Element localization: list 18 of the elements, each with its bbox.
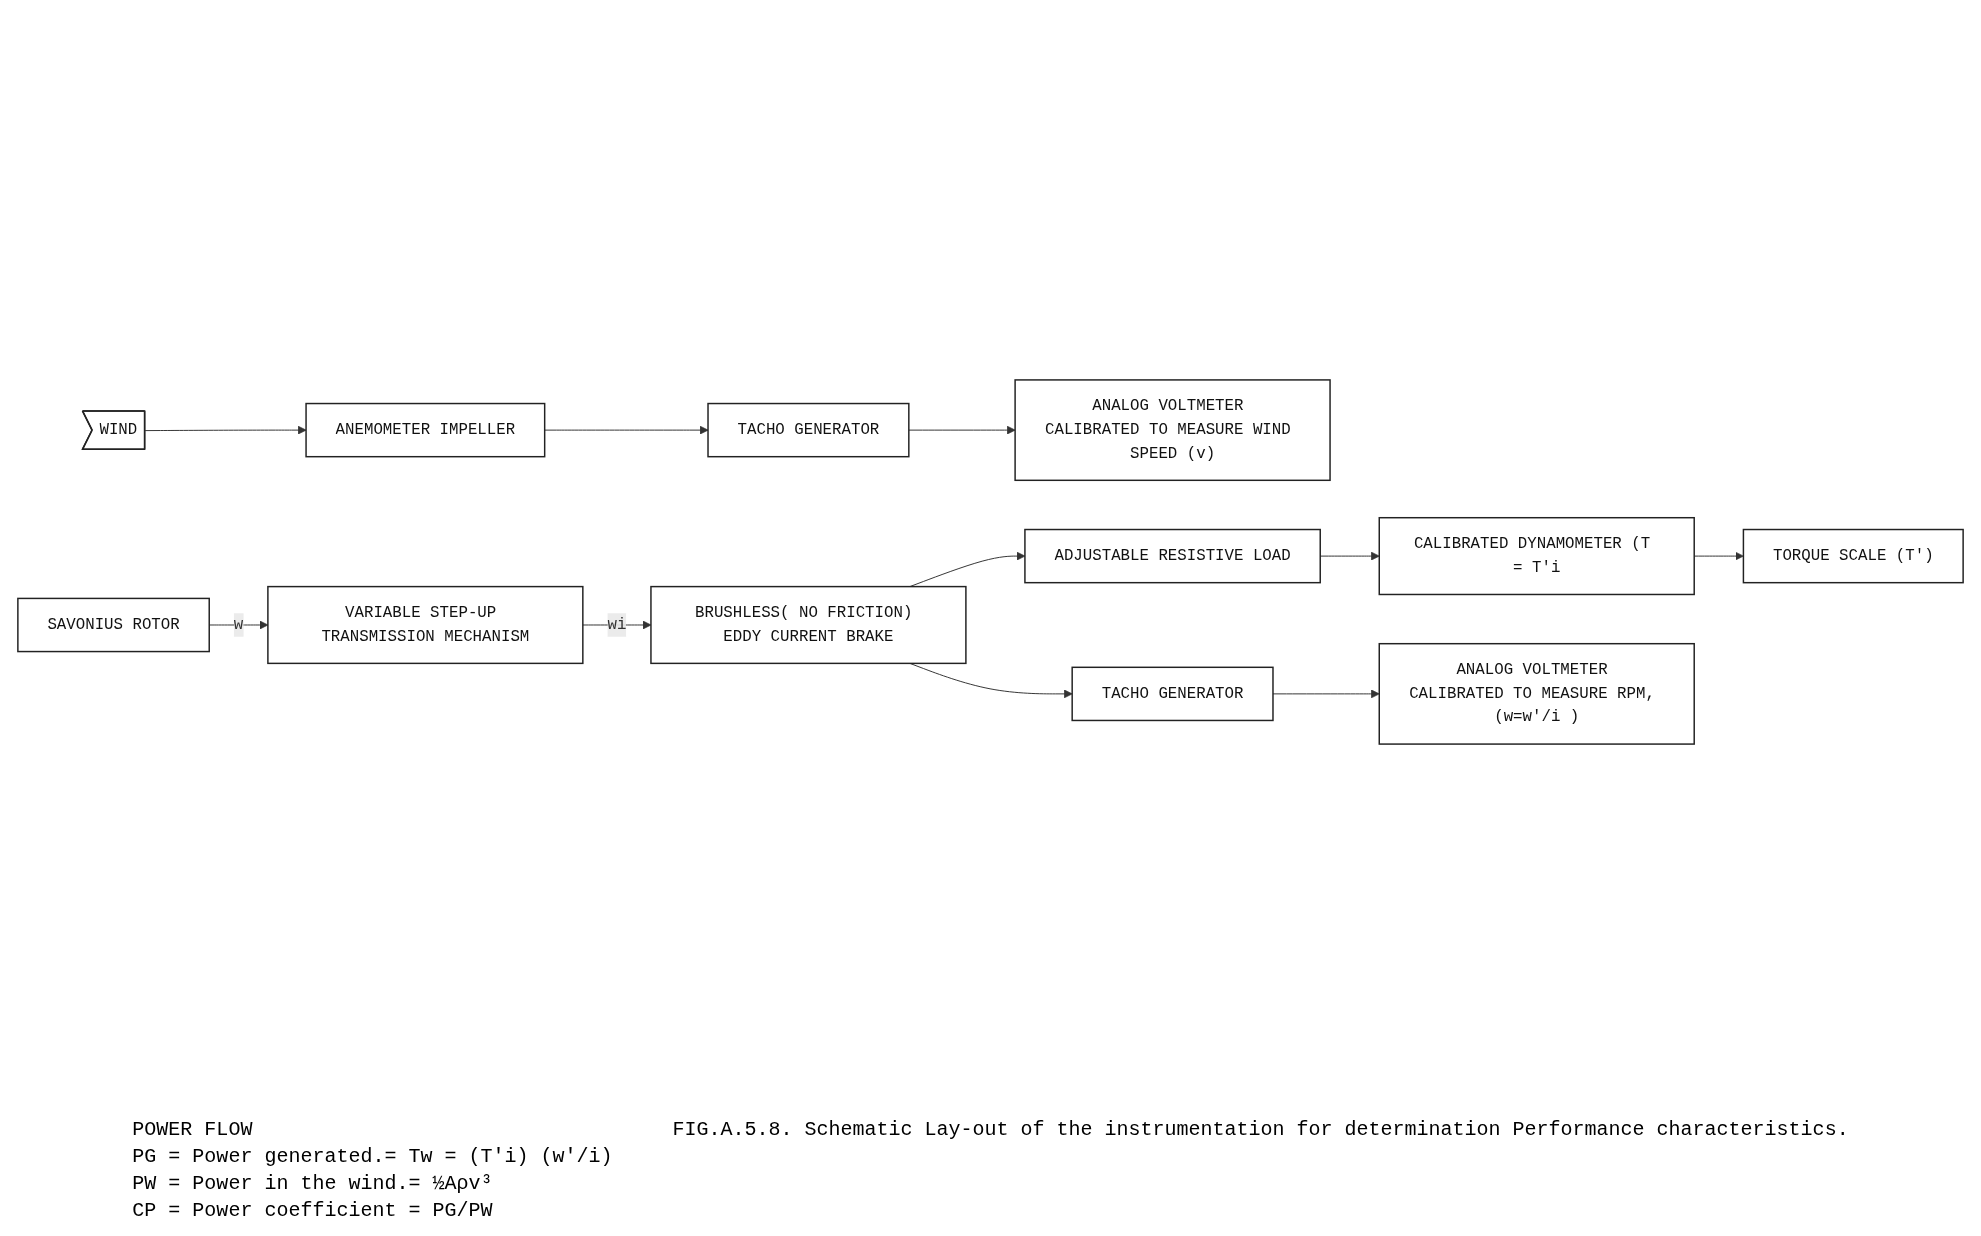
node-box: ANEMOMETER IMPELLER xyxy=(305,402,546,458)
node-box: CALIBRATED DYNAMOMETER (T = T'i xyxy=(1378,516,1695,596)
node-box: ANALOG VOLTMETER CALIBRATED TO MEASURE WIND SPEED (v) xyxy=(1014,379,1331,482)
node-box: ANALOG VOLTMETER CALIBRATED TO MEASURE RPM, (w=w'/i ) xyxy=(1378,642,1695,745)
formula-note: POWER FLOW xyxy=(132,1118,254,1141)
node-box: VARIABLE STEP-UP TRANSMISSION MECHANISM xyxy=(267,585,584,665)
caption: FIG.A.5.8. Schematic Lay-out of the instrumentation for determination Performance characteristics. xyxy=(672,1118,1849,1141)
node-box: TORQUE SCALE (T') xyxy=(1742,528,1964,584)
node-box: BRUSHLESS( NO FRICTION) EDDY CURRENT BRAKE xyxy=(650,585,967,665)
node-box: SAVONIUS ROTOR xyxy=(17,597,210,653)
formula-note: PG = Power generated.= Tw = (T'i) (w'/i) xyxy=(132,1145,613,1168)
formula-note: PW = Power in the wind.= ½Aρv³ xyxy=(132,1172,494,1195)
edge-label: w xyxy=(233,616,244,634)
formula-note: CP = Power coefficient = PG/PW xyxy=(132,1199,494,1222)
edge-label: wi xyxy=(607,616,627,634)
node-box: TACHO GENERATOR xyxy=(707,402,910,458)
node-box: ADJUSTABLE RESISTIVE LOAD xyxy=(1024,528,1321,584)
node-box: TACHO GENERATOR xyxy=(1071,666,1274,722)
